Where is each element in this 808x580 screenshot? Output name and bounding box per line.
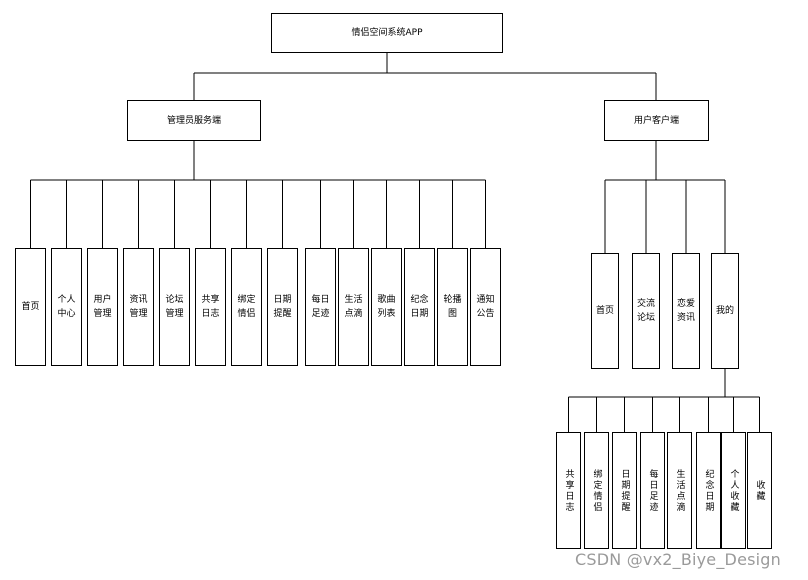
admin-item-9: 生活 点滴	[338, 248, 369, 366]
user-item-0-label: 首页	[595, 306, 614, 316]
admin-item-7-label: 日期 提醒	[273, 295, 292, 319]
mine-item-2: 日期提醒	[612, 432, 637, 549]
admin-item-8-label: 每日 足迹	[311, 295, 330, 319]
admin-item-2: 用户 管理	[87, 248, 118, 366]
user-item-1: 交流 论坛	[632, 253, 660, 369]
watermark-text: CSDN @vx2_Biye_Design	[575, 550, 781, 569]
admin-item-9-label: 生活 点滴	[344, 295, 363, 319]
user-item-2: 恋爱 资讯	[672, 253, 700, 369]
root-node: 情侣空间系统APP	[271, 13, 503, 53]
user-item-0: 首页	[591, 253, 619, 369]
mine-item-1: 绑定情侣	[584, 432, 609, 549]
mine-item-5: 纪念日期	[696, 432, 721, 549]
admin-item-1: 个人 中心	[51, 248, 82, 366]
admin-item-12: 轮播 图	[437, 248, 468, 366]
admin-item-0: 首页	[15, 248, 46, 366]
admin-item-10: 歌曲 列表	[371, 248, 402, 366]
admin-item-11: 纪念 日期	[404, 248, 435, 366]
admin-item-3-label: 资讯 管理	[129, 295, 148, 319]
admin-item-6-label: 绑定 情侣	[237, 295, 256, 319]
root-node-label: 情侣空间系统APP	[351, 28, 423, 38]
user-item-1-label: 交流 论坛	[636, 299, 655, 323]
mine-item-1-label: 绑定情侣	[591, 468, 602, 513]
mine-item-3: 每日足迹	[640, 432, 665, 549]
user-item-2-label: 恋爱 资讯	[676, 299, 695, 323]
admin-item-1-label: 个人 中心	[57, 295, 76, 319]
mine-item-6-label: 个人收藏	[728, 468, 739, 513]
admin-item-3: 资讯 管理	[123, 248, 154, 366]
mine-item-2-label: 日期提醒	[619, 468, 630, 513]
admin-item-0-label: 首页	[21, 302, 40, 312]
admin-item-13-label: 通知 公告	[476, 295, 495, 319]
admin-item-6: 绑定 情侣	[231, 248, 262, 366]
admin-node: 管理员服务端	[127, 100, 261, 141]
mine-item-4: 生活点滴	[667, 432, 692, 549]
admin-item-4: 论坛 管理	[159, 248, 190, 366]
mine-item-5-label: 纪念日期	[703, 468, 714, 513]
admin-item-8: 每日 足迹	[305, 248, 336, 366]
mine-item-6: 个人收藏	[721, 432, 746, 549]
mine-item-0-label: 共享日志	[563, 468, 574, 513]
mine-item-0: 共享日志	[556, 432, 581, 549]
admin-item-12-label: 轮播 图	[443, 295, 462, 319]
admin-item-4-label: 论坛 管理	[165, 295, 184, 319]
mine-item-4-label: 生活点滴	[674, 468, 685, 513]
user-node-label: 用户客户端	[633, 115, 679, 126]
user-node: 用户客户端	[604, 100, 709, 141]
admin-item-2-label: 用户 管理	[93, 295, 112, 319]
mine-item-7-label: 收藏	[754, 479, 765, 502]
admin-item-11-label: 纪念 日期	[410, 295, 429, 319]
admin-item-7: 日期 提醒	[267, 248, 298, 366]
admin-item-10-label: 歌曲 列表	[377, 295, 396, 319]
mine-item-3-label: 每日足迹	[647, 468, 658, 513]
mine-item-7: 收藏	[747, 432, 772, 549]
admin-item-13: 通知 公告	[470, 248, 501, 366]
user-item-3-label: 我的	[715, 306, 734, 316]
user-item-3: 我的	[711, 253, 739, 369]
admin-node-label: 管理员服务端	[166, 115, 221, 126]
admin-item-5-label: 共享 日志	[201, 295, 220, 319]
admin-item-5: 共享 日志	[195, 248, 226, 366]
